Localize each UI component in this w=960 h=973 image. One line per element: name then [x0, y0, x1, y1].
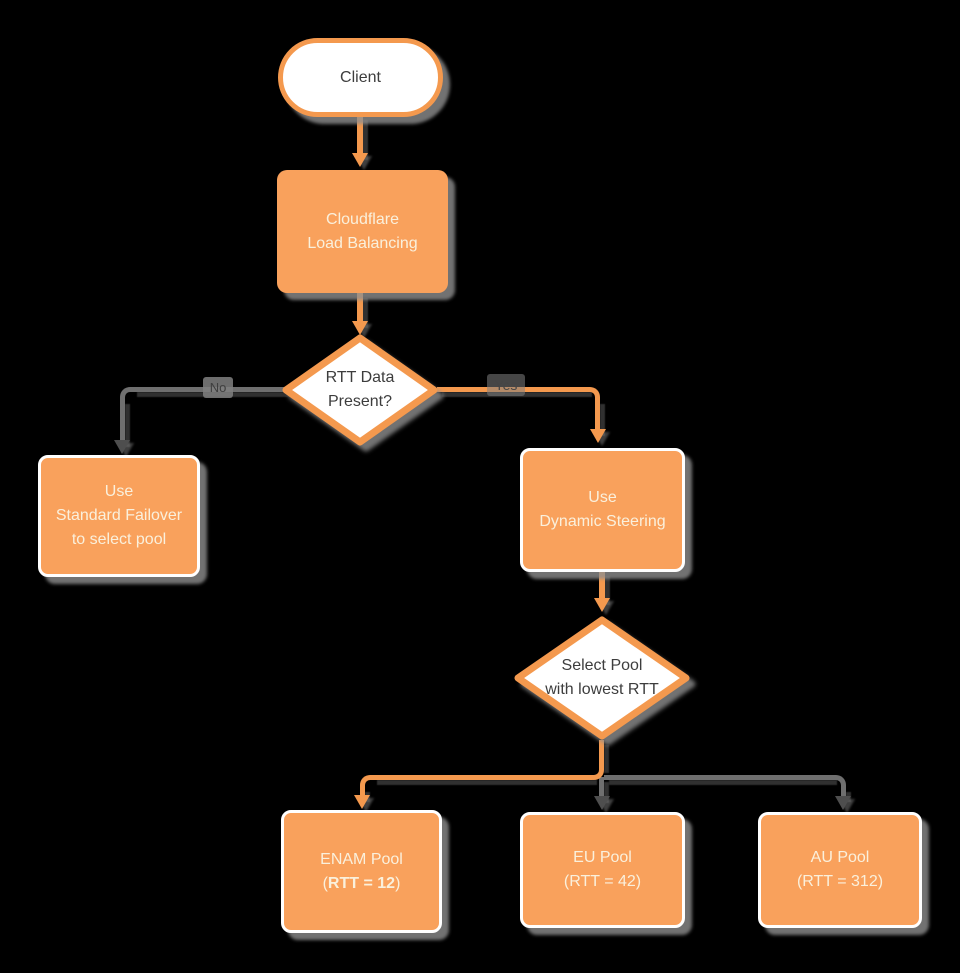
node-label-line: AU Pool: [810, 849, 870, 866]
node-label-line: Present?: [327, 393, 393, 410]
edge-corner: [120, 387, 134, 401]
edge-cloudflare-to-decision: [357, 293, 363, 323]
node-dynamic-steering: Use Dynamic Steering: [520, 448, 685, 572]
arrow-down-icon: [835, 796, 851, 810]
edge-to-eu-vertical: [599, 777, 604, 798]
edge-to-enam-vertical: [360, 787, 365, 797]
edge-corner: [590, 766, 604, 780]
node-rtt-decision-diamond: [282, 334, 438, 446]
arrow-down-icon: [590, 429, 606, 443]
paren: (: [322, 874, 328, 892]
edge-corner: [586, 387, 600, 401]
node-label-line: Use: [104, 483, 134, 500]
edge-to-au-vertical: [841, 787, 846, 797]
node-cloudflare-load-balancing: Cloudflare Load Balancing: [277, 170, 448, 293]
edge-label-yes: Yes: [487, 374, 525, 396]
node-label-line: EU Pool: [573, 849, 632, 866]
node-client-label: Client: [340, 68, 381, 86]
node-label-line: Use: [588, 489, 617, 506]
edge-to-enam-drop: [599, 740, 604, 768]
node-client: Client: [278, 38, 443, 117]
edge-yes-vertical: [595, 399, 600, 431]
edge-to-enam-horizontal: [372, 775, 592, 780]
paren: ): [395, 874, 401, 892]
node-label-line: ENAM Pool: [320, 850, 403, 868]
node-enam-pool: ENAM Pool (RTT = 12): [281, 810, 442, 933]
node-standard-failover: Use Standard Failover to select pool: [38, 455, 200, 577]
node-label-line: Standard Failover: [55, 507, 183, 524]
node-label-line: RTT Data: [325, 369, 395, 386]
node-select-pool-label: Select Pool with lowest RTT: [514, 616, 690, 740]
node-label-line: Cloudflare: [326, 210, 399, 228]
arrow-down-icon: [352, 153, 368, 167]
edge-client-to-cloudflare: [357, 115, 363, 155]
arrow-down-icon: [594, 796, 610, 810]
node-eu-pool: EU Pool (RTT = 42): [520, 812, 685, 928]
node-label-line: (RTT = 312): [796, 873, 884, 890]
node-label-line: Load Balancing: [307, 234, 418, 252]
node-select-pool-diamond: [514, 616, 690, 740]
edge-to-au-horizontal: [604, 775, 832, 780]
rtt-value-bold: RTT = 12: [327, 874, 396, 892]
edge-corner: [360, 775, 374, 789]
node-label-line: (RTT = 12): [323, 872, 401, 896]
arrow-down-icon: [352, 321, 368, 335]
edge-corner: [832, 775, 846, 789]
node-label-line: Select Pool: [561, 657, 643, 674]
node-au-pool: AU Pool (RTT = 312): [758, 812, 922, 928]
arrow-down-icon: [594, 598, 610, 612]
node-label-line: Dynamic Steering: [539, 513, 666, 530]
node-rtt-decision-label: RTT Data Present?: [282, 334, 438, 446]
node-label-line: with lowest RTT: [545, 681, 659, 698]
edge-steering-to-selectpool: [599, 571, 605, 600]
edge-no-vertical: [120, 399, 125, 442]
node-label-line: (RTT = 42): [563, 873, 642, 890]
edge-label-no: No: [203, 377, 233, 398]
node-label-line: to select pool: [71, 531, 167, 548]
arrow-down-icon: [354, 795, 370, 809]
arrow-down-icon: [114, 440, 130, 454]
